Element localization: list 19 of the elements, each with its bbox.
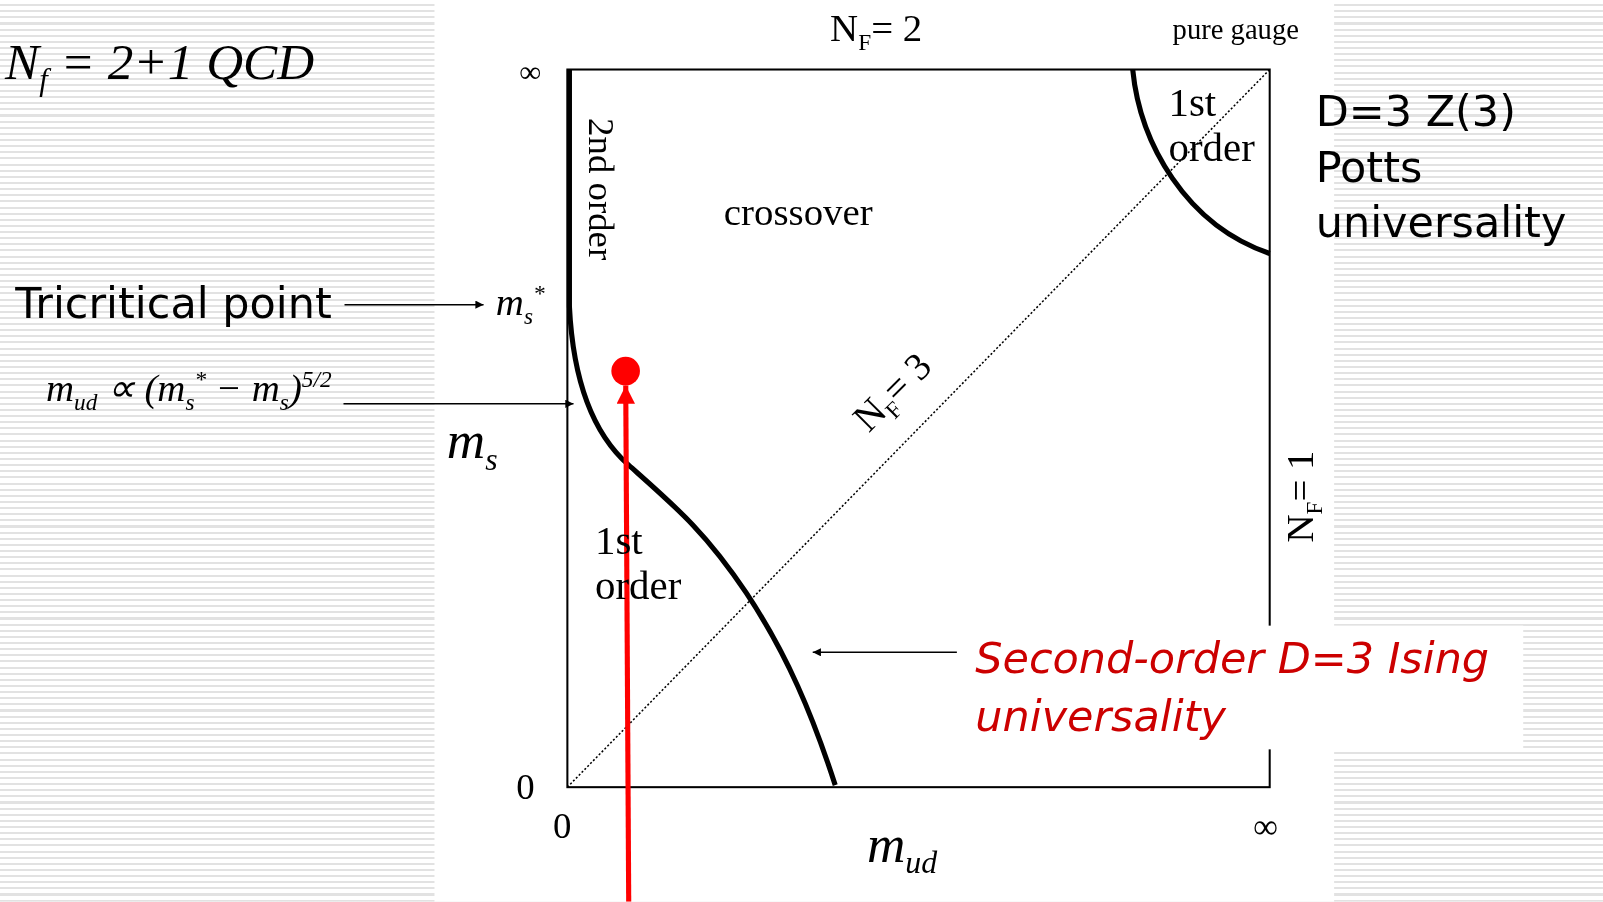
axis-label: ∞ xyxy=(519,56,542,87)
phase-label: 1st order xyxy=(1168,79,1256,170)
axis-label: 0 xyxy=(516,768,535,806)
axis-label: 0 xyxy=(553,807,572,845)
axis-label: ∞ xyxy=(1253,809,1279,845)
leader-arrow xyxy=(343,300,485,309)
axis-title: m$_{s}$ xyxy=(446,414,498,475)
axis-title: m$_{ud}$ xyxy=(866,817,938,879)
region-label: N$_{F}$= 2 xyxy=(830,8,923,55)
region-label: pure gauge xyxy=(1172,15,1299,44)
arrow xyxy=(616,385,636,902)
phase-label: 2nd order xyxy=(582,118,620,261)
title: N$_{f}$ = 2+1 QCD xyxy=(5,35,315,96)
note-text: D=3 Z(3) Potts universality xyxy=(1315,84,1568,250)
callout-text: Tricritical point xyxy=(15,282,332,326)
phase-label: crossover xyxy=(723,192,873,232)
leader-arrow xyxy=(811,648,958,657)
leader-arrow xyxy=(342,399,575,408)
formula-text: m$_{ud}$ ∝ (m$_{s}$$^{*}$ − m$_{s}$)$^{5/2}$ xyxy=(46,368,332,415)
